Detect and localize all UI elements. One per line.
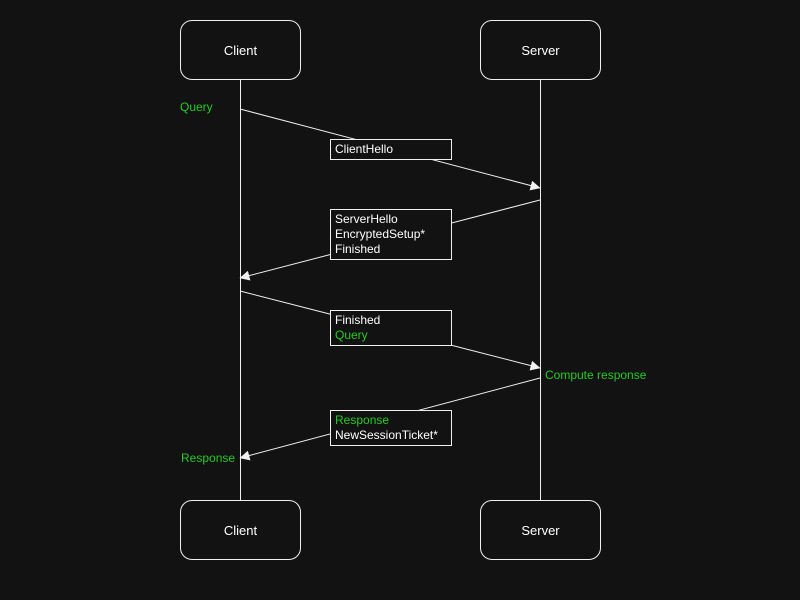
message-box-finished-query: Finished Query (330, 310, 452, 346)
message-box-client-hello: ClientHello (330, 139, 452, 160)
message-box-server-hello: ServerHello EncryptedSetup* Finished (330, 209, 452, 260)
annotation-response: Response (181, 451, 236, 465)
actor-label: Server (521, 42, 560, 58)
message-line: ServerHello (335, 212, 398, 226)
actor-bottom-server: Server (480, 500, 601, 560)
message-line: Response (335, 413, 390, 427)
message-line: Query (335, 328, 368, 342)
message-box-response-ticket: Response NewSessionTicket* (330, 410, 452, 446)
actor-bottom-client: Client (180, 500, 301, 560)
message-line: EncryptedSetup* (335, 227, 426, 241)
message-line: Finished (335, 313, 381, 327)
actor-top-client: Client (180, 20, 301, 80)
annotation-compute-response: Compute response (545, 368, 647, 382)
actor-label: Client (223, 42, 258, 58)
actor-top-server: Server (480, 20, 601, 80)
message-line: ClientHello (335, 142, 394, 156)
message-line: NewSessionTicket* (335, 428, 438, 442)
actor-label: Server (521, 522, 560, 538)
actor-label: Client (223, 522, 258, 538)
annotation-query: Query (180, 100, 213, 114)
message-line: Finished (335, 242, 381, 256)
